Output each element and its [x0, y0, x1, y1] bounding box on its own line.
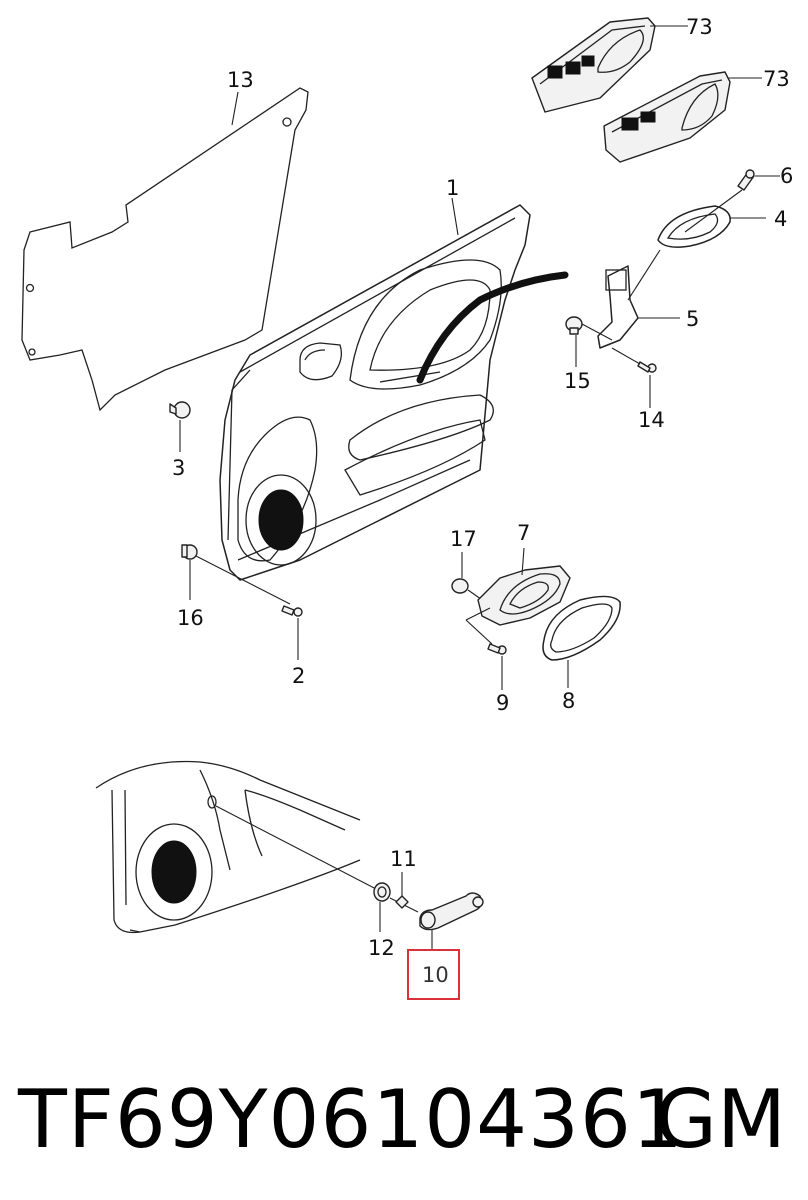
callout-7: 7 — [517, 521, 530, 545]
callout-2: 2 — [292, 664, 305, 688]
part-73-switch-upper — [531, 17, 688, 113]
part-10-highlight-box — [407, 949, 460, 1000]
callout-11: 11 — [390, 847, 417, 871]
part-73-switch-lower — [603, 71, 762, 163]
callout-14: 14 — [638, 408, 665, 432]
part-13-seal-sheet — [21, 87, 309, 412]
brand-label: GM — [654, 1073, 786, 1166]
part-2-screw — [281, 605, 303, 660]
callout-73-lower: 73 — [763, 67, 790, 91]
part-8-handle-bezel — [542, 595, 621, 688]
callout-10: 10 — [422, 963, 449, 987]
part-6-screw — [737, 169, 780, 191]
callout-16: 16 — [177, 606, 204, 630]
callout-5: 5 — [686, 307, 699, 331]
part-10-window-crank — [419, 892, 484, 950]
callout-13: 13 — [227, 68, 254, 92]
part-16-clip — [181, 544, 291, 605]
part-5-bracket — [597, 249, 680, 349]
callout-6: 6 — [780, 164, 793, 188]
callout-1: 1 — [446, 176, 459, 200]
part-3-clip — [169, 401, 191, 452]
callout-4: 4 — [774, 207, 787, 231]
part-11-clip — [395, 872, 409, 909]
callout-12: 12 — [368, 936, 395, 960]
callout-9: 9 — [496, 691, 509, 715]
callout-73-upper: 73 — [686, 15, 713, 39]
door-cable — [416, 271, 569, 384]
part-14-screw — [611, 347, 657, 408]
part-9-screw — [465, 607, 507, 690]
callout-17: 17 — [450, 527, 477, 551]
part-number: TF69Y06104361 — [18, 1073, 684, 1166]
part-1-door-trim-panel — [219, 197, 531, 581]
part-4-handle-bezel — [657, 189, 766, 248]
callout-8: 8 — [562, 689, 575, 713]
part-7-inside-handle — [477, 547, 571, 626]
door-trim-exploded-diagram: 73 73 13 1 6 4 5 15 14 3 16 2 17 7 9 8 1… — [21, 15, 793, 1000]
callout-15: 15 — [564, 369, 591, 393]
part-15-clip — [565, 316, 613, 367]
footer: TF69Y06104361 GM — [0, 1050, 808, 1190]
lower-door-view — [95, 760, 419, 934]
callout-3: 3 — [172, 456, 185, 480]
part-12-washer — [373, 882, 391, 932]
